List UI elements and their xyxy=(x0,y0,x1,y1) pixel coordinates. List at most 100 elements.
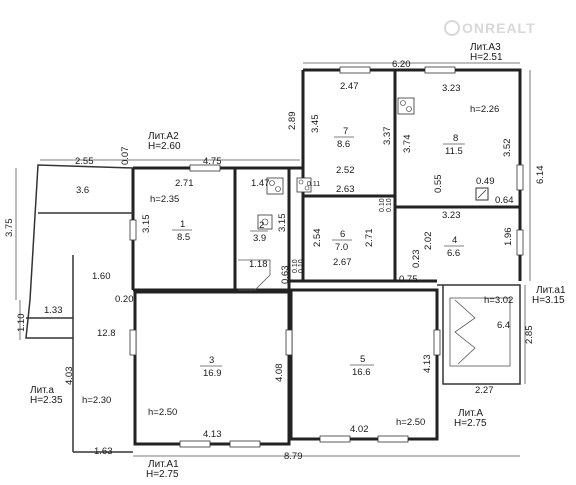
dim-049: 0.49 xyxy=(476,176,495,187)
dim-011: 0.11 xyxy=(307,181,320,188)
dim-055: 0.55 xyxy=(433,175,444,194)
dim-413b: 4.13 xyxy=(203,429,222,440)
lit-A-h: H=2.75 xyxy=(454,418,487,429)
room-8-num: 8 xyxy=(453,133,458,144)
wall-room-3 xyxy=(133,290,291,446)
stove-icon xyxy=(266,177,284,195)
dim-007: 0.07 xyxy=(120,147,131,166)
dim-063: 0.63 xyxy=(280,266,291,285)
dim-010a: 0.10 xyxy=(298,259,305,273)
stove-icon-2 xyxy=(296,177,312,193)
dim-247: 2.47 xyxy=(340,81,359,92)
dim-337: 3.37 xyxy=(382,127,393,146)
room-5-num: 5 xyxy=(360,354,365,365)
room-3-num: 3 xyxy=(209,355,214,366)
boiler-icon xyxy=(475,187,489,201)
wall-lit-a xyxy=(25,164,134,339)
small-stair xyxy=(238,259,271,291)
lit-A1-h: H=2.75 xyxy=(146,469,179,480)
dim-345: 3.45 xyxy=(310,115,321,134)
room-2-num: 2 xyxy=(259,220,264,231)
dim-163: 1.63 xyxy=(94,446,113,457)
sink-icon xyxy=(257,214,273,230)
wall-a3 xyxy=(303,68,522,281)
lit-a1-small-name: Лит.а1 xyxy=(536,285,566,296)
room-2-area: 3.9 xyxy=(253,233,266,244)
lit-a1-small-h: H=3.15 xyxy=(532,295,565,306)
dim-413a: 4.13 xyxy=(422,355,433,374)
dim-252: 2.52 xyxy=(336,165,355,176)
dim-403: 4.03 xyxy=(64,367,75,386)
wall-room-5 xyxy=(289,288,439,441)
lit-a2-name: Лит.А2 xyxy=(148,131,179,142)
watermark-logo: ONREALT xyxy=(444,20,536,36)
dim-255: 2.55 xyxy=(75,156,94,167)
room-8-h: h=2.26 xyxy=(470,104,499,115)
lit-A1-name: Лит.А1 xyxy=(148,459,179,470)
room-5-area: 16.6 xyxy=(352,367,371,378)
dim-375: 3.75 xyxy=(4,219,15,238)
dim-075: 0.75 xyxy=(399,274,418,285)
dim-010c: 0.10 xyxy=(379,198,386,212)
lit-A-name: Лит.А xyxy=(458,408,483,419)
dim-323b: 3.23 xyxy=(442,210,461,221)
dim-620: 6.20 xyxy=(392,59,411,70)
room-7-area: 8.6 xyxy=(337,139,350,150)
dim-196: 1.96 xyxy=(503,228,514,247)
stove-icon-3 xyxy=(397,97,415,115)
dim-271b: 2.71 xyxy=(364,229,375,248)
windows xyxy=(129,66,524,448)
dim-267: 2.67 xyxy=(333,257,352,268)
dim-315b: 3.15 xyxy=(277,214,288,233)
dim-064: 0.64 xyxy=(495,195,514,206)
dim-110: 1.10 xyxy=(16,314,27,333)
dim-289: 2.89 xyxy=(287,112,298,131)
dim-254: 2.54 xyxy=(312,229,323,248)
dim-315a: 3.15 xyxy=(141,215,152,234)
room-1-area: 8.5 xyxy=(177,232,190,243)
dim-879: 8.79 xyxy=(284,451,303,462)
dim-323a: 3.23 xyxy=(442,83,461,94)
dim-118: 1.18 xyxy=(249,259,268,270)
room-6-area: 7.0 xyxy=(335,242,348,253)
dim-271: 2.71 xyxy=(175,178,194,189)
dim-374: 3.74 xyxy=(402,135,413,154)
lit-a3-name: Лит.А3 xyxy=(470,42,501,53)
dim-408: 4.08 xyxy=(274,364,285,383)
room-b-area: 12.8 xyxy=(97,328,116,339)
room-1-h: h=2.35 xyxy=(150,194,179,205)
dimension-lines xyxy=(15,62,531,457)
room-4-area: 6.6 xyxy=(447,248,460,259)
dim-023: 0.23 xyxy=(411,250,422,269)
room-8-area: 11.5 xyxy=(445,146,463,157)
room-1-num: 1 xyxy=(180,219,185,230)
dim-202: 2.02 xyxy=(423,232,434,251)
room-5-h: h=2.50 xyxy=(396,417,425,428)
dim-160: 1.60 xyxy=(92,271,111,282)
dim-227: 2.27 xyxy=(475,385,494,396)
stair-box xyxy=(449,297,511,367)
dim-147: 1.47 xyxy=(251,178,270,189)
room-4-num: 4 xyxy=(452,235,457,246)
room-7-num: 7 xyxy=(343,126,348,137)
lit-a-h: H=2.35 xyxy=(30,395,63,406)
lit-a3-h: H=2.51 xyxy=(470,52,503,63)
room-c-h: h=3.02 xyxy=(484,295,513,306)
room-veranda-area: 3.6 xyxy=(76,185,89,196)
dim-020: 0.20 xyxy=(115,294,134,305)
dim-133: 1.33 xyxy=(44,305,63,316)
wall-lit-a1 xyxy=(437,284,521,385)
room-3-area: 16.9 xyxy=(203,368,222,379)
watermark-text: ONREALT xyxy=(462,20,536,36)
dim-352: 3.52 xyxy=(502,139,513,158)
room-b-h: h=2.30 xyxy=(82,395,111,406)
dim-475: 4.75 xyxy=(203,156,222,167)
room-6-num: 6 xyxy=(340,229,345,240)
dim-010d: 0.10 xyxy=(386,198,393,212)
room-c-area: 6.4 xyxy=(497,320,510,331)
dim-285: 2.85 xyxy=(524,326,535,345)
dim-614: 6.14 xyxy=(535,166,546,185)
lit-a2-h: H=2.60 xyxy=(148,141,181,152)
room-3-h: h=2.50 xyxy=(148,407,177,418)
